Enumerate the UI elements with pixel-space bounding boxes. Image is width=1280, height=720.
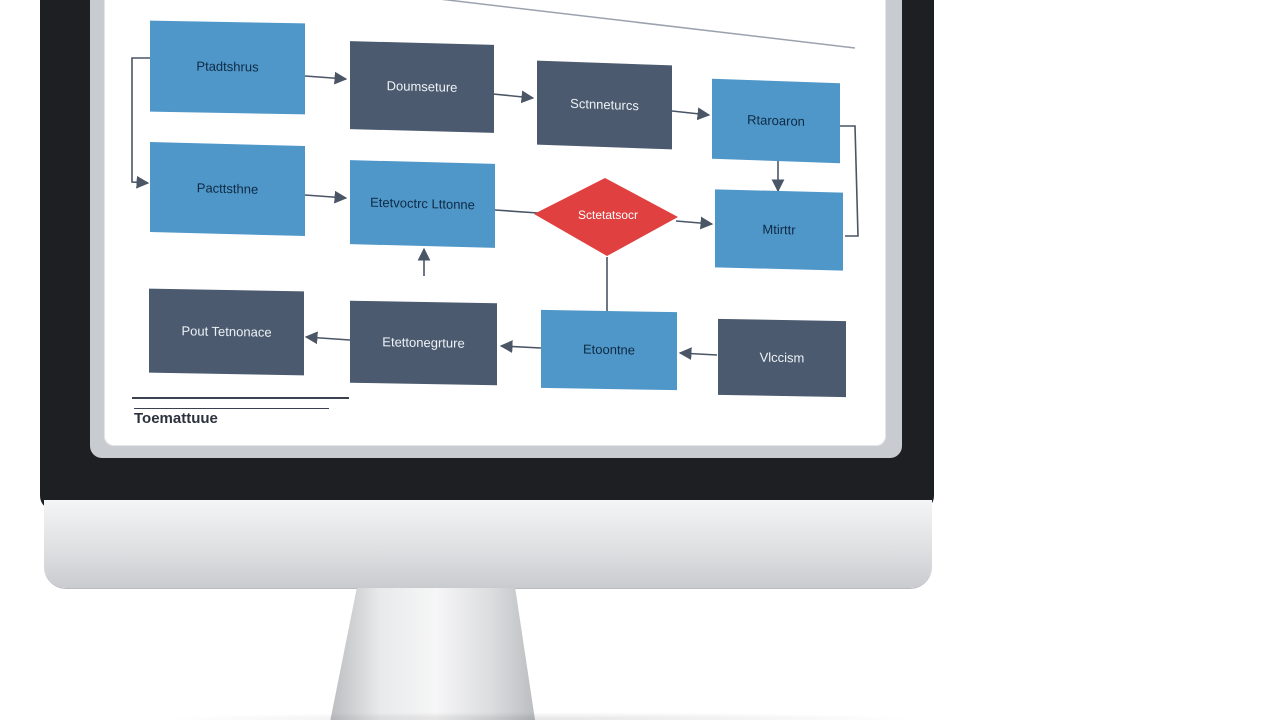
edge-n9-n8 bbox=[304, 331, 351, 345]
monitor-chin bbox=[44, 500, 932, 588]
decision-label: Sctetatsocr bbox=[577, 208, 639, 222]
edge-n3-n4 bbox=[671, 107, 711, 121]
decision-diamond bbox=[534, 178, 678, 256]
node-rtaroaron[interactable]: Rtaroaron bbox=[712, 78, 840, 164]
edge-n11-n10 bbox=[678, 347, 718, 361]
edge-n5-n6 bbox=[304, 190, 348, 204]
edge-n6-decision bbox=[494, 209, 539, 214]
monitor-stand bbox=[330, 588, 535, 720]
node-label: Etetvoctrc Lttonne bbox=[370, 194, 475, 213]
footer-rule-bottom bbox=[134, 408, 329, 409]
edge-n10-n9 bbox=[499, 340, 542, 353]
node-etoontne[interactable]: Etoontne bbox=[541, 309, 677, 391]
node-label: Vlccism bbox=[759, 349, 805, 366]
edge-n2-n3 bbox=[492, 90, 535, 104]
header-rule bbox=[441, 0, 856, 49]
floor-shadow bbox=[160, 712, 920, 720]
node-label: Pacttsthne bbox=[196, 180, 259, 197]
node-label: Pout Tetnonace bbox=[181, 323, 272, 340]
node-pout-tetnonace[interactable]: Pout Tetnonace bbox=[149, 288, 304, 376]
edge-n1-n2 bbox=[304, 71, 348, 85]
node-label: Etoontne bbox=[582, 341, 636, 358]
edge-n4-n7-loop bbox=[840, 125, 859, 237]
edge-decision-n7 bbox=[675, 216, 714, 230]
node-label: Etettonegrture bbox=[382, 334, 465, 351]
node-ptadtshrus[interactable]: Ptadtshrus bbox=[150, 20, 305, 115]
edge-n1-n5-loop bbox=[131, 57, 150, 189]
node-label: Sctnneturcs bbox=[570, 95, 639, 114]
node-vlccism[interactable]: Vlccism bbox=[718, 318, 846, 398]
node-label: Ptadtshrus bbox=[196, 58, 259, 75]
node-doumseture[interactable]: Doumseture bbox=[350, 41, 494, 133]
node-label: Mtirttr bbox=[762, 221, 796, 238]
node-etetvoctrc-lttonne[interactable]: Etetvoctrc Lttonne bbox=[350, 160, 495, 248]
footer-rule-top bbox=[132, 397, 349, 399]
node-pacttsthne[interactable]: Pacttsthne bbox=[150, 141, 305, 237]
node-etettonegrture[interactable]: Etettonegrture bbox=[350, 300, 497, 386]
footer-title: Toemattuue bbox=[134, 410, 218, 427]
node-label: Doumseture bbox=[386, 77, 458, 95]
node-sctnneturcs[interactable]: Sctnneturcs bbox=[537, 60, 672, 150]
node-mtirttr[interactable]: Mtirttr bbox=[715, 189, 843, 271]
node-label: Rtaroaron bbox=[747, 111, 805, 129]
